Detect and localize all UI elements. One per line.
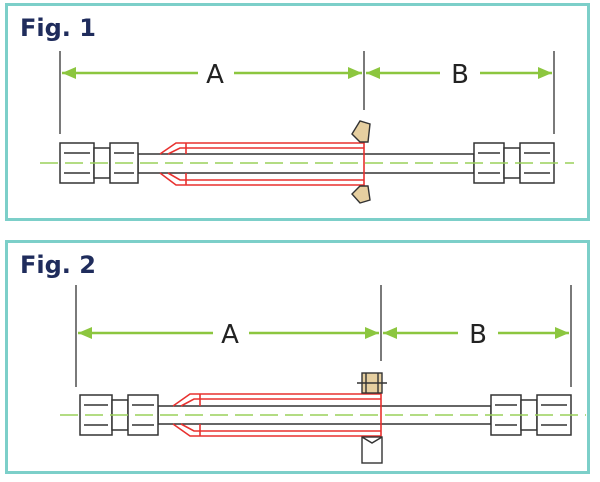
flange — [357, 372, 387, 464]
figure-2-diagram: A B — [60, 285, 586, 464]
dimension-b-label: B — [469, 320, 487, 350]
dimension-a — [62, 67, 362, 79]
dimension-a-label: A — [221, 320, 239, 350]
dimension-b — [383, 327, 569, 339]
sleeve — [159, 142, 365, 186]
dimension-b-label: B — [451, 60, 469, 90]
dimension-a-label: A — [206, 60, 224, 90]
figure-1-panel: Fig. 1 A B — [5, 3, 590, 221]
figure-1-diagram: A B — [40, 51, 574, 204]
sleeve — [172, 393, 382, 437]
flange — [351, 120, 371, 204]
figure-2-title: Fig. 2 — [20, 251, 96, 279]
figure-1-title: Fig. 1 — [20, 14, 96, 42]
dimension-b — [366, 67, 552, 79]
dimension-a — [78, 327, 379, 339]
figure-2-panel: Fig. 2 A B — [5, 240, 590, 474]
